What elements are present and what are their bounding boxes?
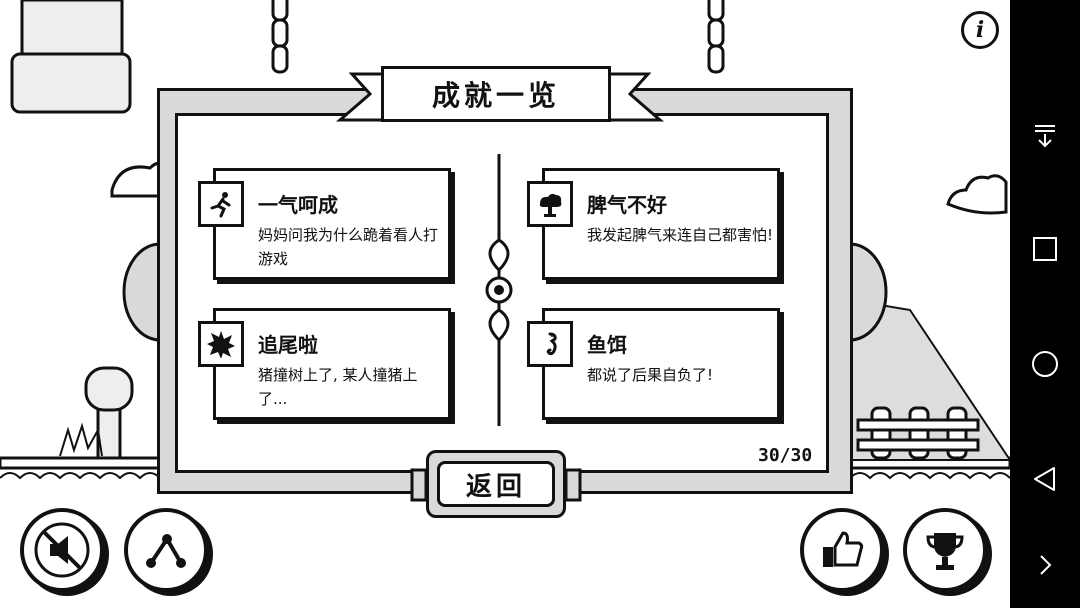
notification-pulldown-icon — [1035, 125, 1055, 148]
achievement-title: 一气呵成 — [258, 193, 338, 217]
fence — [856, 406, 980, 460]
thumbs-up-icon — [823, 531, 864, 567]
recent-apps-button[interactable] — [1010, 214, 1080, 284]
achievement-card: 鱼饵 都说了后果自负了! — [527, 308, 780, 420]
achievement-card: 追尾啦 猪撞树上了, 某人撞猪上了... — [198, 308, 451, 420]
explosion-cloud-icon — [527, 181, 573, 227]
crash-burst-icon — [198, 321, 244, 367]
share-button[interactable] — [124, 508, 208, 592]
achievement-title: 脾气不好 — [587, 193, 667, 217]
trophy-button[interactable] — [903, 508, 987, 592]
achievement-description: 都说了后果自负了! — [587, 366, 714, 384]
sound-muted-icon — [34, 522, 90, 578]
next-icon — [1040, 555, 1052, 575]
post-decoration — [59, 366, 134, 460]
achievement-card: 脾气不好 我发起脾气来连自己都害怕! — [527, 168, 780, 280]
pillar-decoration — [10, 0, 132, 114]
info-button[interactable]: i — [961, 11, 999, 49]
system-nav-bar — [1010, 0, 1080, 608]
achievement-description: 猪撞树上了, 某人撞猪上了... — [258, 366, 418, 408]
like-button[interactable] — [800, 508, 884, 592]
achievement-count: 30/30 — [758, 445, 813, 466]
recent-apps-icon — [1033, 237, 1057, 261]
share-icon — [146, 534, 186, 568]
achievement-title: 鱼饵 — [587, 333, 627, 357]
cloud-right — [946, 174, 1008, 215]
game-scene: i 成就一览 一气呵成 妈妈问我为什么跪着看人打游戏 脾气不好 我发起脾气来连自… — [0, 0, 1010, 592]
trophy-icon — [926, 533, 964, 570]
seahorse-icon — [527, 321, 573, 367]
back-nav-button[interactable] — [1010, 444, 1080, 514]
next-button[interactable] — [1010, 530, 1080, 600]
back-button[interactable]: 返回 — [426, 450, 566, 518]
back-icon — [1034, 467, 1055, 491]
page-title: 成就一览 — [381, 66, 611, 122]
achievement-card: 一气呵成 妈妈问我为什么跪着看人打游戏 — [198, 168, 451, 280]
home-button[interactable] — [1010, 329, 1080, 399]
notification-pulldown-button[interactable] — [1010, 100, 1080, 170]
achievement-description: 我发起脾气来连自己都害怕! — [587, 226, 774, 244]
achievement-title: 追尾啦 — [258, 333, 318, 357]
sound-toggle-button[interactable] — [20, 508, 104, 592]
info-icon: i — [975, 17, 985, 43]
back-button-label: 返回 — [437, 461, 555, 507]
achievement-description: 妈妈问我为什么跪着看人打游戏 — [258, 226, 439, 268]
divider-ornament — [485, 154, 513, 426]
home-icon — [1032, 351, 1058, 377]
running-man-icon — [198, 181, 244, 227]
